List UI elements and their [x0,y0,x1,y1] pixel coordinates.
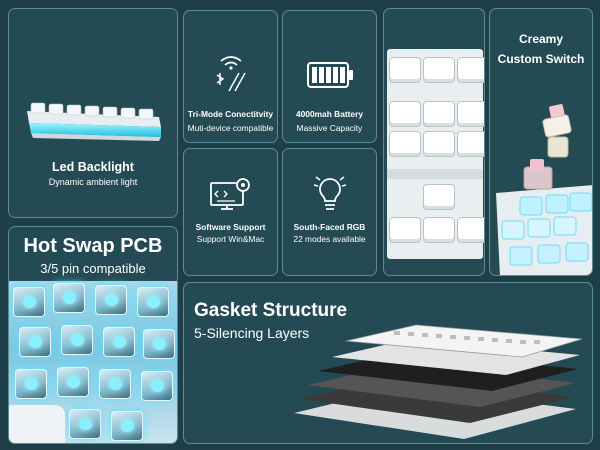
keycap [457,57,484,83]
gasket-title: Gasket Structure [194,300,348,321]
software-subtitle: Support Win&Mac [196,234,265,244]
keycap [457,217,484,243]
battery-icon [306,62,353,88]
switch-title-line1: Creamy [518,32,564,46]
rgb-subtitle: 22 modes available [293,234,366,244]
keycap [389,217,421,243]
led-title: Led Backlight [52,160,134,174]
light-bulb-icon [313,176,346,210]
hot-swap-panel: Hot Swap PCB 3/5 pin compatible [8,226,178,444]
battery-subtitle: Massive Capacity [296,123,363,133]
battery-title: 4000mah Battery [295,109,364,119]
switch-socket [53,283,85,313]
hot-swap-pcb-image [9,281,177,443]
switch-socket [69,409,101,439]
software-gear-icon [209,178,250,210]
switch-title-line2: Custom Switch [497,52,585,66]
switch-socket [19,327,51,357]
keyboard-keys-image [387,49,484,259]
switch-socket [111,411,143,441]
keycap [389,131,421,157]
keycap [389,57,421,83]
tri-mode-card: Tri-Mode Conectitvity Muti-device compat… [183,10,278,143]
wireless-bluetooth-icon [216,56,246,92]
keycap [423,217,455,243]
gasket-panel: Gasket Structure 5-Silencing Layers [183,282,593,444]
rgb-title: South-Faced RGB [293,222,366,232]
keycap [389,101,421,127]
keycap [423,184,455,210]
keycap-corner [9,405,65,443]
gasket-layers-image [294,324,583,439]
tri-mode-title: Tri-Mode Conectitvity [187,109,274,119]
led-backlight-panel: Led Backlight Dynamic ambient light [8,8,178,218]
battery-card: 4000mah Battery Massive Capacity [282,10,377,143]
creamy-switch-panel: Creamy Custom Switch [489,8,593,276]
keyboard-side-image [27,102,161,141]
switch-socket [103,327,135,357]
switch-socket [13,287,45,317]
rgb-card: South-Faced RGB 22 modes available [282,148,377,276]
switch-socket [99,369,131,399]
keycap [457,101,484,127]
switch-image [496,104,592,275]
hot-swap-subtitle: 3/5 pin compatible [40,261,146,276]
switch-socket [95,285,127,315]
keycap [423,131,455,157]
switch-socket [141,371,173,401]
keycap [457,131,484,157]
hot-swap-title: Hot Swap PCB [23,235,163,257]
software-title: Software Support [195,222,266,232]
keycap [423,57,455,83]
switch-socket [61,325,93,355]
keycap [423,101,455,127]
tri-mode-subtitle: Muti-device compatible [187,123,274,133]
keyboard-keys-panel [383,8,485,276]
software-card: Software Support Support Win&Mac [183,148,278,276]
switch-socket [137,287,169,317]
switch-socket [57,367,89,397]
switch-socket [15,369,47,399]
switch-socket [143,329,175,359]
gasket-subtitle: 5-Silencing Layers [194,325,310,341]
keyboard-side-strip [387,169,483,179]
led-subtitle: Dynamic ambient light [48,177,138,187]
